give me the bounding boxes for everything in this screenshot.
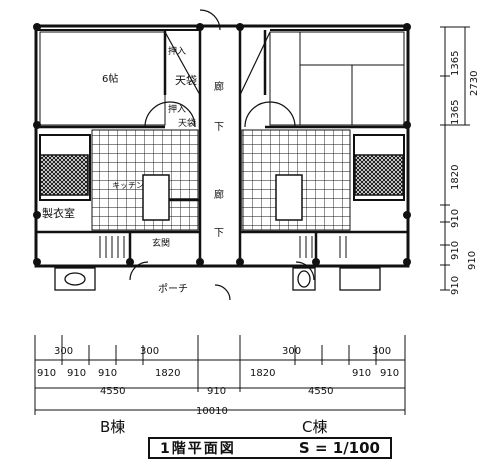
dim-right-910c: 910 <box>467 251 478 270</box>
bath-c <box>354 154 404 196</box>
dim-bottom-300a: 300 <box>54 346 73 357</box>
dim-bottom-300c: 300 <box>282 346 301 357</box>
dim-bottom-total: 10010 <box>196 406 228 417</box>
building-b-label: B棟 <box>100 418 126 436</box>
dim-bottom-910c: 910 <box>98 368 117 379</box>
label-oshiire-b: 押入 <box>168 45 186 57</box>
tatami-room-b <box>39 31 166 126</box>
dim-right-1365a: 1365 <box>450 51 461 76</box>
label-corridor-2: 下 <box>214 122 224 133</box>
scale-eq: = <box>314 439 328 457</box>
closets <box>144 31 296 128</box>
label-kitchen-b: キッチン <box>112 181 144 190</box>
scale-prefix: S <box>298 439 310 457</box>
bottom-dimension-lines <box>34 335 406 415</box>
drawing-title-block: 1階平面図 S = 1/100 <box>148 437 392 459</box>
dim-bottom-300b: 300 <box>140 346 159 357</box>
tatami-room-c <box>269 31 405 126</box>
dim-bottom-910b: 910 <box>67 368 86 379</box>
label-tenbukuro-b: 天袋 <box>175 73 197 87</box>
door-swings <box>129 9 315 301</box>
dim-bottom-910d: 910 <box>352 368 371 379</box>
label-oshiire-b2: 押入 <box>168 103 186 115</box>
scale-value: 1/100 <box>332 439 380 457</box>
drawing-title: 1階平面図 <box>160 441 236 457</box>
dim-right-910b: 910 <box>450 241 461 260</box>
label-seiyoushitsu-b: 製衣室 <box>42 206 75 220</box>
label-genkan-b: 玄関 <box>152 237 170 249</box>
dim-right-1365b: 1365 <box>450 100 461 125</box>
bath-b <box>39 154 89 196</box>
dim-bottom-910a: 910 <box>37 368 56 379</box>
bath-frame-b <box>39 134 91 201</box>
dim-bottom-910-mid: 910 <box>207 386 226 397</box>
building-c-label: C棟 <box>302 418 328 436</box>
drawing-scale: S = 1/100 <box>299 439 380 457</box>
right-dimension-lines <box>440 26 470 291</box>
dim-bottom-4550b: 4550 <box>308 386 333 397</box>
dim-bottom-1820a: 1820 <box>155 368 180 379</box>
label-corridor-1: 廊 <box>214 80 224 93</box>
kitchen-counter-b <box>142 174 170 221</box>
label-porch: ポーチ <box>158 283 188 295</box>
toilets <box>54 267 381 291</box>
exterior-walls <box>34 24 410 268</box>
dim-right-2730: 2730 <box>469 71 480 96</box>
label-corridor-4: 下 <box>214 228 224 239</box>
dim-bottom-300d: 300 <box>372 346 391 357</box>
dim-bottom-1820b: 1820 <box>250 368 275 379</box>
label-corridor-3: 廊 <box>214 188 224 201</box>
dim-right-910a: 910 <box>450 209 461 228</box>
dim-right-1820: 1820 <box>450 165 461 190</box>
label-washitsu-b: 6帖 <box>102 72 118 85</box>
dim-bottom-910e: 910 <box>380 368 399 379</box>
dim-right-910d: 910 <box>450 276 461 295</box>
kitchen-counter-c <box>275 174 303 221</box>
bath-frame-c <box>353 134 405 201</box>
label-tenbukuro-b2: 天袋 <box>178 117 196 129</box>
dim-bottom-4550a: 4550 <box>100 386 125 397</box>
entrance-steps <box>99 236 347 258</box>
